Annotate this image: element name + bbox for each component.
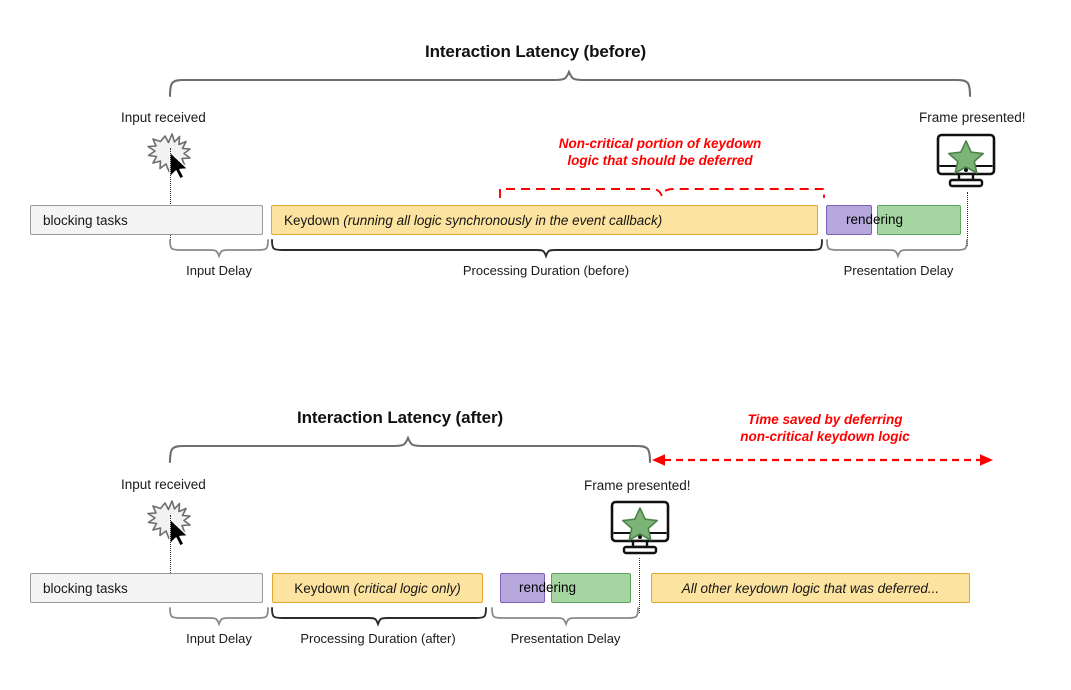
before-bracket-processing: [271, 239, 823, 259]
bar-keydown-before[interactable]: Keydown (running all logic synchronously…: [271, 205, 818, 235]
bar-rendering-green-before[interactable]: [877, 205, 961, 235]
after-red-annotation-line2: non-critical keydown logic: [740, 428, 910, 444]
bar-keydown-before-detail: (running all logic synchronously in the …: [343, 212, 663, 228]
after-bracket-presentation: [491, 607, 639, 627]
before-frame-presented-label: Frame presented!: [919, 110, 1026, 125]
after-bracket-input-delay-label: Input Delay: [186, 631, 252, 646]
after-red-annotation: Time saved by deferring non-critical key…: [660, 412, 990, 446]
bar-keydown-after[interactable]: Keydown (critical logic only): [272, 573, 483, 603]
before-bracket-input-delay-label: Input Delay: [186, 263, 252, 278]
before-bracket-input-delay: [169, 239, 269, 259]
after-bracket-processing: [271, 607, 487, 627]
after-input-received-label: Input received: [121, 477, 206, 492]
diagram-before: Interaction Latency (before) Input recei…: [0, 0, 1071, 300]
before-input-received-label: Input received: [121, 110, 206, 125]
after-timeline-row: blocking tasks Keydown (critical logic o…: [0, 573, 1071, 605]
after-time-saved-arrow: [652, 454, 993, 466]
burst-cursor-icon: [147, 500, 191, 547]
before-guide-input: [170, 148, 171, 246]
before-red-annotation: Non-critical portion of keydown logic th…: [490, 136, 830, 170]
before-red-dashed-bracket: [499, 188, 825, 199]
bar-deferred-keydown-logic-label: All other keydown logic that was deferre…: [681, 580, 940, 596]
after-bracket-processing-label: Processing Duration (after): [300, 631, 456, 646]
after-bracket-input-delay: [169, 607, 269, 627]
bar-keydown-after-label: Keydown (critical logic only): [294, 581, 461, 596]
monitor-star-icon: [936, 133, 996, 188]
after-title: Interaction Latency (after): [296, 408, 504, 427]
before-title: Interaction Latency (before): [424, 42, 647, 61]
before-timeline-row: blocking tasks Keydown (running all logi…: [0, 205, 1071, 237]
bar-presentation-purple-before[interactable]: [826, 205, 872, 235]
bar-deferred-keydown-logic[interactable]: All other keydown logic that was deferre…: [651, 573, 970, 603]
before-red-annotation-line1: Non-critical portion of keydown: [558, 136, 762, 151]
diagram-after: Interaction Latency (after) Time saved b…: [0, 368, 1071, 690]
before-latency-bracket: [168, 69, 972, 98]
bar-rendering-green-after[interactable]: [551, 573, 631, 603]
bar-blocking-tasks-before-label: blocking tasks: [43, 212, 128, 228]
after-guide-frame: [639, 558, 640, 613]
monitor-star-icon: [610, 500, 670, 555]
after-guide-input: [170, 515, 171, 575]
after-bracket-presentation-label: Presentation Delay: [510, 631, 621, 646]
bar-keydown-after-prefix: Keydown: [294, 580, 354, 596]
bar-keydown-before-label: Keydown (running all logic synchronously…: [284, 213, 662, 228]
after-red-annotation-line1: Time saved by deferring: [747, 412, 903, 427]
bar-keydown-after-detail: (critical logic only): [353, 580, 461, 596]
after-latency-bracket: [168, 435, 652, 464]
before-bracket-presentation: [826, 239, 968, 259]
bar-blocking-tasks-after-label: blocking tasks: [43, 580, 128, 596]
burst-cursor-icon: [147, 133, 191, 180]
bar-presentation-purple-after[interactable]: [500, 573, 545, 603]
before-guide-frame: [967, 192, 968, 246]
bar-blocking-tasks-before[interactable]: blocking tasks: [30, 205, 263, 235]
after-frame-presented-label: Frame presented!: [584, 478, 691, 493]
bar-keydown-before-prefix: Keydown: [284, 212, 344, 228]
bar-blocking-tasks-after[interactable]: blocking tasks: [30, 573, 263, 603]
before-bracket-presentation-label: Presentation Delay: [843, 263, 954, 278]
before-red-annotation-line2: logic that should be deferred: [567, 152, 753, 168]
before-bracket-processing-label: Processing Duration (before): [462, 263, 630, 278]
